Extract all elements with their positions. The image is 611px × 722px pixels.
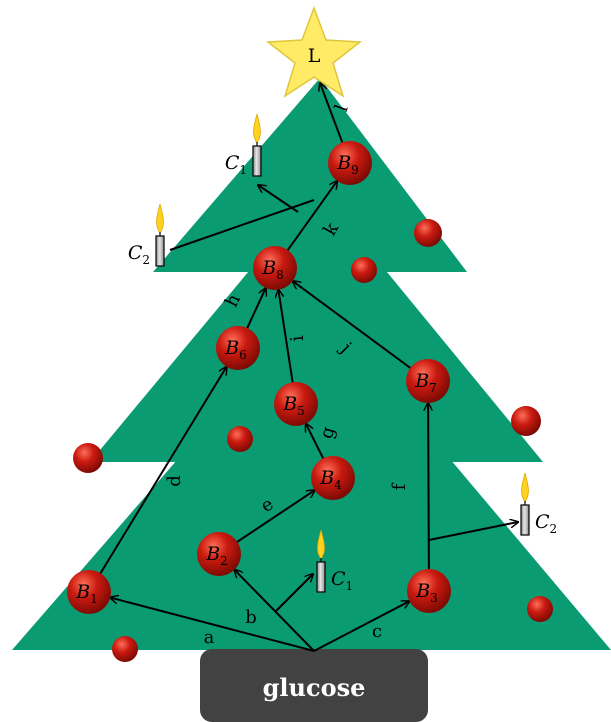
edge-label-b: b — [245, 607, 257, 628]
star-shape — [265, 5, 363, 98]
node-label: B2 — [205, 543, 228, 568]
node-label: B6 — [224, 337, 247, 362]
node-b4: B4 — [311, 456, 355, 500]
tree-tier-top — [153, 78, 467, 272]
edge-label-a: a — [204, 627, 215, 648]
candle-c2-right: C2 — [520, 472, 557, 536]
node-b3: B3 — [407, 569, 451, 613]
edge-c — [313, 601, 409, 652]
node-label: B9 — [336, 152, 359, 177]
node-label: B4 — [319, 467, 342, 492]
star: L — [265, 5, 363, 98]
ornament — [511, 406, 541, 436]
flame-icon — [253, 113, 261, 144]
ornament — [414, 219, 442, 247]
edge-label-i: i — [287, 334, 308, 342]
node-b1: B1 — [67, 570, 111, 614]
ornament — [227, 426, 253, 452]
node-b2: B2 — [197, 532, 241, 576]
decorative-ornaments — [73, 219, 553, 662]
candle-body — [155, 235, 165, 267]
ornament-ball — [406, 359, 450, 403]
edges — [99, 83, 518, 652]
ornament-ball — [67, 570, 111, 614]
edge-k — [286, 181, 337, 251]
ornament-ball — [197, 532, 241, 576]
candle-c1-mid: C1 — [316, 529, 353, 593]
ornament-ball — [328, 141, 372, 185]
node-b9: B9 — [328, 141, 372, 185]
candle-c2-left: C2 — [128, 203, 165, 267]
candle-body — [316, 561, 326, 593]
ornament — [527, 596, 553, 622]
edge-f — [428, 403, 429, 570]
edge-k-to-c2 — [169, 199, 315, 251]
node-label: B1 — [75, 581, 98, 606]
ornament — [351, 257, 377, 283]
edge-label-f: f — [389, 482, 410, 490]
edge-d — [99, 367, 226, 574]
candle-c1-left: C1 — [225, 113, 262, 177]
node-b6: B6 — [216, 326, 260, 370]
candle-label: C1 — [225, 152, 247, 177]
edge-j — [293, 281, 411, 369]
flame-icon — [317, 529, 325, 560]
edge-a — [110, 598, 315, 652]
node-label: B8 — [261, 257, 284, 282]
node-b8: B8 — [253, 246, 297, 290]
christmas-tree — [12, 78, 611, 650]
flame-icon — [156, 203, 164, 234]
edge-b — [234, 570, 315, 652]
trunk: glucose — [200, 649, 428, 722]
edge-l — [320, 83, 344, 143]
star-label: L — [308, 45, 321, 67]
edge-e — [236, 490, 314, 543]
trunk-label: glucose — [263, 673, 366, 702]
candle-body — [252, 145, 262, 177]
flame-icon — [521, 472, 529, 503]
ornament-ball — [274, 382, 318, 426]
edge-label-c: c — [372, 621, 382, 642]
candle-body — [520, 504, 530, 536]
edge-g — [306, 424, 325, 459]
candle-label: C1 — [331, 568, 353, 593]
edge-b-to-candle — [275, 574, 313, 612]
ornament — [112, 636, 138, 662]
edge-h — [246, 288, 266, 329]
edge-i — [278, 290, 294, 383]
edge-label-d: d — [164, 475, 185, 487]
candle-label: C2 — [535, 511, 557, 536]
node-b5: B5 — [274, 382, 318, 426]
node-b7: B7 — [406, 359, 450, 403]
node-label: B7 — [414, 370, 437, 395]
candle-label: C2 — [128, 242, 150, 267]
ornament-ball — [311, 456, 355, 500]
ornament-ball — [216, 326, 260, 370]
ornament — [73, 443, 103, 473]
ornament-ball — [407, 569, 451, 613]
edge-f-to-candle — [428, 522, 518, 541]
edge-label-g: g — [316, 424, 339, 441]
node-label: B5 — [282, 393, 305, 418]
node-label: B3 — [415, 580, 438, 605]
ornament-ball — [253, 246, 297, 290]
